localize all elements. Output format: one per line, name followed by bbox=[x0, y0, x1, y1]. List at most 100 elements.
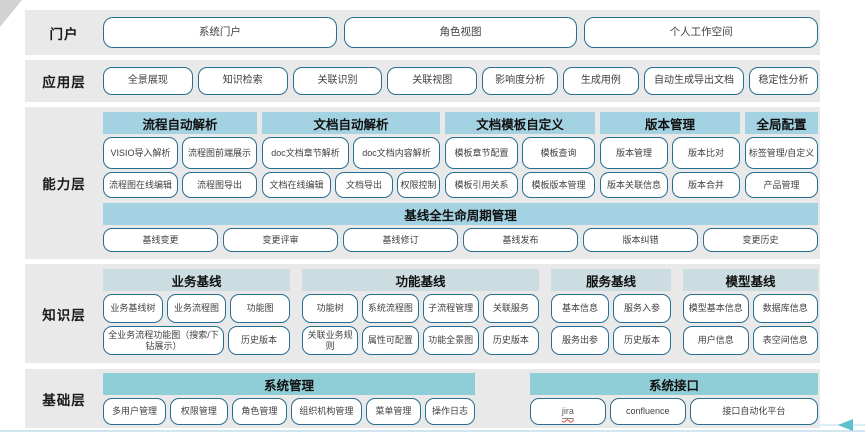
layer-capability: 能力层 流程自动解析 VISIO导入解析流程图前端展示 流程图在线编辑流程图导出… bbox=[25, 107, 820, 259]
group-function-baseline: 功能基线 功能树 系统流程图子流程管理关联服务 关联业务规则属性可配置功能全景图 历… bbox=[302, 269, 539, 358]
baseline-button[interactable]: 变更评审 bbox=[223, 228, 338, 252]
chip-label: 文档导出 bbox=[345, 179, 382, 190]
chip-label: 标签管理/自定义 bbox=[748, 147, 815, 158]
capability-button[interactable]: doc文档内容解析 bbox=[353, 137, 440, 169]
group-header: 功能基线 bbox=[302, 269, 539, 291]
chip-label: 服务出参 bbox=[561, 335, 598, 346]
capability-button[interactable]: 模板查询 bbox=[522, 137, 595, 169]
knowledge-button[interactable]: 表空间信息 bbox=[752, 326, 818, 355]
knowledge-button[interactable]: 功能全景图 bbox=[422, 326, 479, 355]
knowledge-button[interactable]: 数据库信息 bbox=[752, 294, 818, 323]
capability-button[interactable]: 流程图导出 bbox=[182, 172, 257, 198]
knowledge-button[interactable]: 历史版本 bbox=[482, 326, 539, 355]
capability-button[interactable]: 版本关联信息 bbox=[600, 172, 668, 198]
application-button[interactable]: 关联视图 bbox=[387, 67, 478, 95]
knowledge-button[interactable]: 历史版本 bbox=[613, 326, 671, 355]
knowledge-button[interactable]: 历史版本 bbox=[227, 326, 290, 355]
capability-button[interactable]: 模板章节配置 bbox=[445, 137, 518, 169]
knowledge-button[interactable]: 功能树 bbox=[302, 294, 359, 323]
knowledge-button[interactable]: 服务入参 bbox=[613, 294, 671, 323]
group-system-management: 系统管理 多用户管理权限管理角色管理组织机构管理菜单管理操作日志 bbox=[103, 373, 475, 425]
capability-button[interactable]: VISIO导入解析 bbox=[103, 137, 178, 169]
group-row: 版本关联信息版本合并 bbox=[600, 172, 740, 198]
application-button[interactable]: 影响度分析 bbox=[482, 67, 559, 95]
foundation-button[interactable]: 接口自动化平台 bbox=[689, 398, 818, 425]
portal-button[interactable]: 个人工作空间 bbox=[584, 17, 819, 48]
chip-label: 模板查询 bbox=[540, 147, 577, 158]
knowledge-button[interactable]: 关联服务 bbox=[482, 294, 539, 323]
group-header: 模型基线 bbox=[683, 269, 818, 291]
capability-button[interactable]: doc文档章节解析 bbox=[262, 137, 349, 169]
chip-label: 基本信息 bbox=[561, 303, 598, 314]
foundation-button[interactable]: 组织机构管理 bbox=[291, 398, 362, 425]
baseline-button[interactable]: 变更历史 bbox=[703, 228, 818, 252]
capability-button[interactable]: 模板引用关系 bbox=[445, 172, 518, 198]
group-row: 基本信息 服务入参 bbox=[551, 294, 671, 323]
capability-button[interactable]: 文档导出 bbox=[335, 172, 393, 198]
group-row: 模型基本信息数据库信息 bbox=[683, 294, 818, 323]
foundation-button[interactable]: 菜单管理 bbox=[365, 398, 421, 425]
foundation-button[interactable]: 权限管理 bbox=[169, 398, 228, 425]
chip-label: 历史版本 bbox=[492, 335, 529, 346]
chip-label: 基线发布 bbox=[502, 234, 539, 245]
capability-button[interactable]: 模板版本管理 bbox=[522, 172, 595, 198]
application-button[interactable]: 稳定性分析 bbox=[749, 67, 818, 95]
capability-button[interactable]: 权限控制 bbox=[396, 172, 441, 198]
knowledge-button[interactable]: 全业务流程功能图（搜索/下钻展示） bbox=[103, 326, 224, 355]
knowledge-button[interactable]: 业务基线树 bbox=[103, 294, 163, 323]
foundation-button[interactable]: 多用户管理 bbox=[103, 398, 166, 425]
chip-label: 服务入参 bbox=[623, 303, 660, 314]
capability-button[interactable]: 版本管理 bbox=[600, 137, 668, 169]
knowledge-button[interactable]: 功能图 bbox=[230, 294, 291, 323]
capability-button[interactable]: 版本比对 bbox=[672, 137, 740, 169]
group-model-baseline: 模型基线 模型基本信息数据库信息 用户信息表空间信息 bbox=[683, 269, 818, 358]
chip-label: 模板章节配置 bbox=[454, 147, 509, 158]
knowledge-button[interactable]: 基本信息 bbox=[551, 294, 609, 323]
capability-button[interactable]: 产品管理 bbox=[745, 172, 818, 198]
group-row: 标签管理/自定义 bbox=[745, 137, 818, 169]
knowledge-button[interactable]: 用户信息 bbox=[683, 326, 749, 355]
knowledge-button[interactable]: 关联业务规则 bbox=[302, 326, 359, 355]
foundation-button[interactable]: 操作日志 bbox=[424, 398, 475, 425]
knowledge-button[interactable]: 系统流程图 bbox=[362, 294, 419, 323]
baseline-button[interactable]: 基线变更 bbox=[103, 228, 218, 252]
knowledge-button[interactable]: 模型基本信息 bbox=[683, 294, 749, 323]
capability-button[interactable]: 流程图前端展示 bbox=[182, 137, 257, 169]
application-button[interactable]: 自动生成导出文档 bbox=[643, 67, 745, 95]
application-button[interactable]: 全景展现 bbox=[103, 67, 193, 95]
knowledge-button[interactable]: 业务流程图 bbox=[166, 294, 227, 323]
foundation-button[interactable]: jira bbox=[530, 398, 606, 425]
portal-button[interactable]: 系统门户 bbox=[103, 17, 337, 48]
chip-label: 影响度分析 bbox=[495, 75, 546, 87]
knowledge-button[interactable]: 属性可配置 bbox=[362, 326, 419, 355]
chip-label: 版本比对 bbox=[687, 147, 724, 158]
application-button[interactable]: 知识检索 bbox=[197, 67, 288, 95]
group-version-management: 版本管理 版本管理版本比对 版本关联信息版本合并 bbox=[600, 112, 740, 198]
layer-knowledge: 知识层 业务基线 业务基线树业务流程图功能图 全业务流程功能图（搜索/下钻展示）… bbox=[25, 264, 820, 363]
baseline-button[interactable]: 版本纠错 bbox=[583, 228, 698, 252]
capability-button[interactable]: 标签管理/自定义 bbox=[745, 137, 818, 169]
chip-label: 流程图导出 bbox=[196, 179, 242, 190]
capability-button[interactable]: 文档在线编辑 bbox=[262, 172, 332, 198]
portal-button[interactable]: 角色视图 bbox=[343, 17, 578, 48]
capability-button[interactable]: 版本合并 bbox=[672, 172, 740, 198]
application-button[interactable]: 关联识别 bbox=[292, 67, 383, 95]
foundation-button[interactable]: 角色管理 bbox=[231, 398, 287, 425]
chip-label: 功能树 bbox=[316, 303, 344, 314]
group-header: 文档自动解析 bbox=[262, 112, 440, 134]
chip-label: 全业务流程功能图（搜索/下钻展示） bbox=[108, 330, 219, 351]
foundation-button[interactable]: confluence bbox=[609, 398, 686, 425]
chip-label: 模板版本管理 bbox=[531, 179, 586, 190]
baseline-button[interactable]: 基线发布 bbox=[463, 228, 578, 252]
knowledge-button[interactable]: 子流程管理 bbox=[422, 294, 479, 323]
chip-label: 权限管理 bbox=[180, 406, 217, 417]
chip-label: jira bbox=[561, 406, 574, 417]
capability-button[interactable]: 流程图在线编辑 bbox=[103, 172, 178, 198]
application-button[interactable]: 生成用例 bbox=[563, 67, 639, 95]
left-arrow-icon bbox=[838, 419, 853, 431]
application-content: 全景展现知识检索关联识别关联视图 影响度分析 生成用例自动生成导出文档稳定性分析 bbox=[103, 60, 818, 102]
layer-foundation: 基础层 系统管理 多用户管理权限管理角色管理组织机构管理菜单管理操作日志 系统接… bbox=[25, 369, 820, 428]
baseline-button[interactable]: 基线修订 bbox=[343, 228, 458, 252]
knowledge-button[interactable]: 服务出参 bbox=[551, 326, 609, 355]
chip-label: 角色视图 bbox=[439, 26, 482, 39]
